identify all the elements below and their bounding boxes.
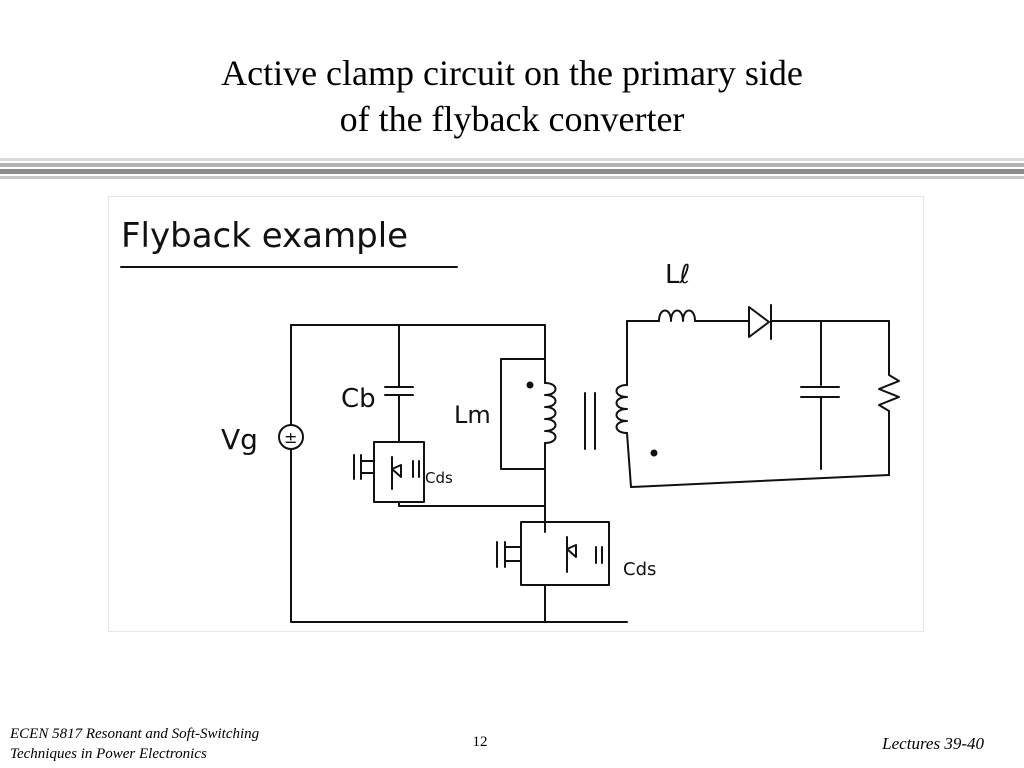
main-switch-block	[520, 521, 610, 586]
circuit-figure: Flyback example ± Vg Cb Cds Lm	[108, 196, 924, 632]
source-symbol: ±	[284, 428, 297, 447]
course-footer: ECEN 5817 Resonant and Soft-Switching Te…	[10, 724, 259, 764]
clamp-switch-block	[373, 441, 425, 503]
wire-lm-loop	[500, 358, 546, 470]
label-cb: Cb	[341, 384, 376, 414]
circuit-diagram: Flyback example ± Vg Cb Cds Lm	[120, 216, 900, 623]
load-resistor-icon	[878, 320, 900, 476]
output-capacitor-icon	[800, 386, 840, 398]
secondary-winding-icon	[615, 384, 628, 434]
secondary-dot-icon	[650, 449, 658, 457]
label-cds-main: Cds	[623, 559, 656, 580]
title-divider	[0, 158, 1024, 180]
label-lm: Lm	[454, 401, 491, 429]
clamp-cds-capacitor	[412, 460, 420, 478]
wire-top-rail	[290, 324, 546, 360]
title-line-2: of the flyback converter	[339, 99, 685, 139]
wire-sec-left-bottom	[626, 432, 632, 488]
title-line-1: Active clamp circuit on the primary side	[221, 53, 803, 93]
wire-clamp-to-node	[398, 501, 546, 507]
voltage-source-icon	[278, 424, 304, 450]
transformer-core-icon	[584, 392, 596, 450]
label-cds-clamp: Cds	[425, 469, 453, 487]
label-vg: Vg	[221, 423, 258, 456]
lectures-label: Lectures 39-40	[882, 734, 984, 753]
label-l-leakage: Lℓ	[665, 260, 690, 290]
wire-sec-bottom	[630, 474, 890, 488]
clamp-body-diode	[391, 456, 402, 490]
main-body-diode	[566, 536, 577, 573]
output-diode-icon	[748, 304, 772, 340]
primary-dot-icon	[526, 381, 534, 389]
wire-left-bottom	[290, 448, 628, 623]
course-line-1: ECEN 5817 Resonant and Soft-Switching	[10, 726, 260, 742]
slide-title: Active clamp circuit on the primary side…	[0, 50, 1024, 142]
leakage-inductor-icon	[658, 309, 696, 322]
lm-inductor-icon	[544, 382, 557, 444]
course-line-2: Techniques in Power Electronics	[10, 746, 207, 762]
page-number: 12	[472, 734, 488, 750]
main-mosfet-gate	[496, 541, 522, 568]
main-cds-capacitor	[595, 546, 603, 564]
clamp-mosfet-gate	[353, 454, 375, 480]
figure-heading: Flyback example	[121, 216, 408, 256]
